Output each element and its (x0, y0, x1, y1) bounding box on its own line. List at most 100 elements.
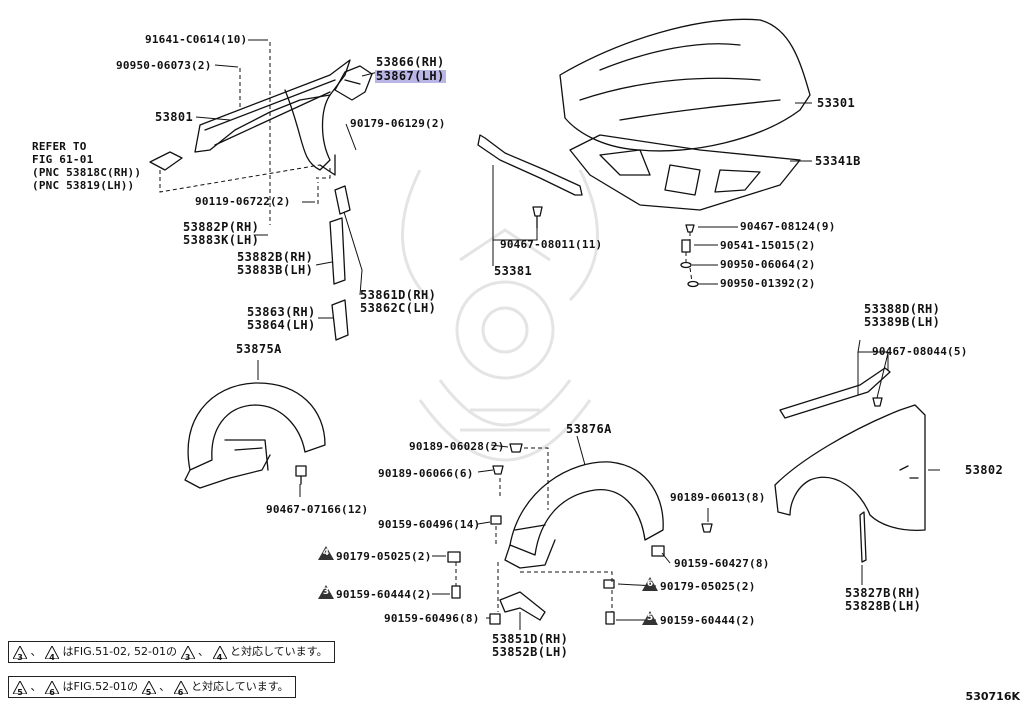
label-53863[interactable]: 53863(RH) (247, 305, 316, 319)
label-90950-06073[interactable]: 90950-06073(2) (116, 59, 212, 72)
label-53381[interactable]: 53381 (494, 264, 533, 278)
seal-53861D (334, 185, 351, 215)
label-53867[interactable]: 53867(LH) (375, 69, 446, 83)
bolt-90159-60444-b (605, 611, 615, 625)
label-90541-15015[interactable]: 90541-15015(2) (720, 239, 816, 252)
fender-53802 (774, 404, 926, 531)
refer-line-1: REFER TO (32, 140, 87, 153)
label-90467-08011[interactable]: 90467-08011(11) (500, 238, 603, 251)
note2-triangle-b: 6 (45, 680, 59, 697)
note-box-2: 5 、 6 はFIG.52-01の 5 、 6 と対応しています。 (8, 676, 296, 698)
label-90189-06028[interactable]: 90189-06028(2) (409, 440, 505, 453)
label-53852b[interactable]: 53852B(LH) (492, 645, 569, 659)
label-90950-06064[interactable]: 90950-06064(2) (720, 258, 816, 271)
label-90467-08044[interactable]: 90467-08044(5) (872, 345, 968, 358)
screw-90189-06013 (701, 523, 713, 533)
triangle-note-6: 6 (642, 577, 658, 591)
label-53861d[interactable]: 53861D(RH) (360, 288, 437, 302)
note1-triangle-c-number: 3 (184, 652, 191, 662)
label-90467-07166[interactable]: 90467-07166(12) (266, 503, 369, 516)
note1-triangle-b-number: 4 (49, 652, 55, 662)
moulding-53388D (779, 367, 891, 419)
triangle-note-5-number: 5 (646, 613, 654, 623)
label-53389b[interactable]: 53389B(LH) (864, 315, 941, 329)
fender-apron-53801 (194, 59, 351, 176)
note1-triangle-d: 4 (212, 645, 227, 662)
clip-90467-08044 (872, 397, 883, 407)
refer-line-4: (PNC 53819(LH)) (32, 179, 135, 192)
washer-90950-06064 (680, 261, 692, 269)
label-53851d[interactable]: 53851D(RH) (492, 632, 569, 646)
label-90119-06722[interactable]: 90119-06722(2) (195, 195, 291, 208)
label-53883k[interactable]: 53883K(LH) (183, 233, 260, 247)
note2-triangle-d-number: 6 (177, 687, 184, 697)
label-53341b[interactable]: 53341B (815, 154, 861, 168)
washer-90950-01392 (687, 280, 699, 288)
triangle-note-4-number: 4 (322, 548, 330, 558)
label-53802[interactable]: 53802 (965, 463, 1004, 477)
nut-90179-05025-a (447, 551, 461, 563)
hood-53301 (559, 18, 811, 152)
note-box-1: 3 、 4 はFIG.51-02, 52-01の 3 、 4 と対応しています。 (8, 641, 335, 663)
dashed-leaders (159, 42, 693, 612)
note1-text-1: はFIG.51-02, 52-01の (62, 645, 178, 658)
label-90159-60444-a[interactable]: 90159-60444(2) (336, 588, 432, 601)
label-53875a[interactable]: 53875A (236, 342, 282, 356)
note2-triangle-c-number: 5 (145, 687, 152, 697)
clip-90467-07166 (295, 465, 307, 485)
bolt-90159-60427 (651, 545, 665, 557)
triangle-note-3-number: 3 (322, 587, 330, 597)
shield-53851D (499, 591, 546, 621)
label-90159-60427[interactable]: 90159-60427(8) (674, 557, 770, 570)
nut-90179-05025-b (603, 579, 615, 589)
label-53801[interactable]: 53801 (155, 110, 194, 124)
label-53301[interactable]: 53301 (817, 96, 856, 110)
clip-90467-08011 (532, 206, 543, 229)
screw-90189-06028 (509, 443, 523, 453)
note2-triangle-a-number: 5 (17, 687, 23, 697)
label-90467-08124[interactable]: 90467-08124(9) (740, 220, 836, 233)
note1-triangle-a-number: 3 (17, 652, 23, 662)
label-53827b[interactable]: 53827B(RH) (845, 586, 922, 600)
triangle-note-3: 3 (318, 585, 334, 599)
screw-90189-06066 (492, 465, 504, 475)
label-53862c[interactable]: 53862C(LH) (360, 301, 437, 315)
hood-seal-53381 (477, 134, 583, 196)
note2-triangle-b-number: 6 (49, 687, 55, 697)
seal-53863 (331, 299, 349, 341)
label-53864[interactable]: 53864(LH) (247, 318, 316, 332)
note2-text-1: はFIG.52-01の (62, 680, 139, 693)
note2-triangle-a: 5 (13, 680, 27, 697)
note1-triangle-c: 3 (180, 645, 195, 662)
label-90950-01392[interactable]: 90950-01392(2) (720, 277, 816, 290)
label-53883b[interactable]: 53883B(LH) (237, 263, 314, 277)
note2-triangle-c: 5 (141, 680, 156, 697)
fender-liner-53876A (504, 461, 664, 569)
triangle-note-6-number: 6 (646, 579, 654, 589)
note1-triangle-b: 4 (45, 645, 59, 662)
label-53876a[interactable]: 53876A (566, 422, 612, 436)
seal-53882B (329, 217, 346, 285)
clip-90467-08124 (685, 224, 695, 233)
label-90179-06129[interactable]: 90179-06129(2) (350, 117, 446, 130)
label-90159-60496-14[interactable]: 90159-60496(14) (378, 518, 481, 531)
label-53388d[interactable]: 53388D(RH) (864, 302, 941, 316)
label-90179-05025-b[interactable]: 90179-05025(2) (660, 580, 756, 593)
label-90159-60496-8[interactable]: 90159-60496(8) (384, 612, 480, 625)
refer-line-2[interactable]: FIG 61-01 (32, 153, 94, 166)
label-90179-05025-a[interactable]: 90179-05025(2) (336, 550, 432, 563)
label-53828b[interactable]: 53828B(LH) (845, 599, 922, 613)
refer-clip (149, 151, 183, 171)
label-91641-c0614[interactable]: 91641-C0614(10) (145, 33, 248, 46)
label-53882b[interactable]: 53882B(RH) (237, 250, 314, 264)
label-90189-06066[interactable]: 90189-06066(6) (378, 467, 474, 480)
figure-code: 530716K (965, 690, 1020, 703)
label-90159-60444-b[interactable]: 90159-60444(2) (660, 614, 756, 627)
label-90189-06013[interactable]: 90189-06013(8) (670, 491, 766, 504)
triangle-note-4: 4 (318, 546, 334, 560)
fender-liner-53875A (184, 382, 326, 489)
label-53882p[interactable]: 53882P(RH) (183, 220, 260, 234)
label-53866[interactable]: 53866(RH) (376, 55, 445, 69)
